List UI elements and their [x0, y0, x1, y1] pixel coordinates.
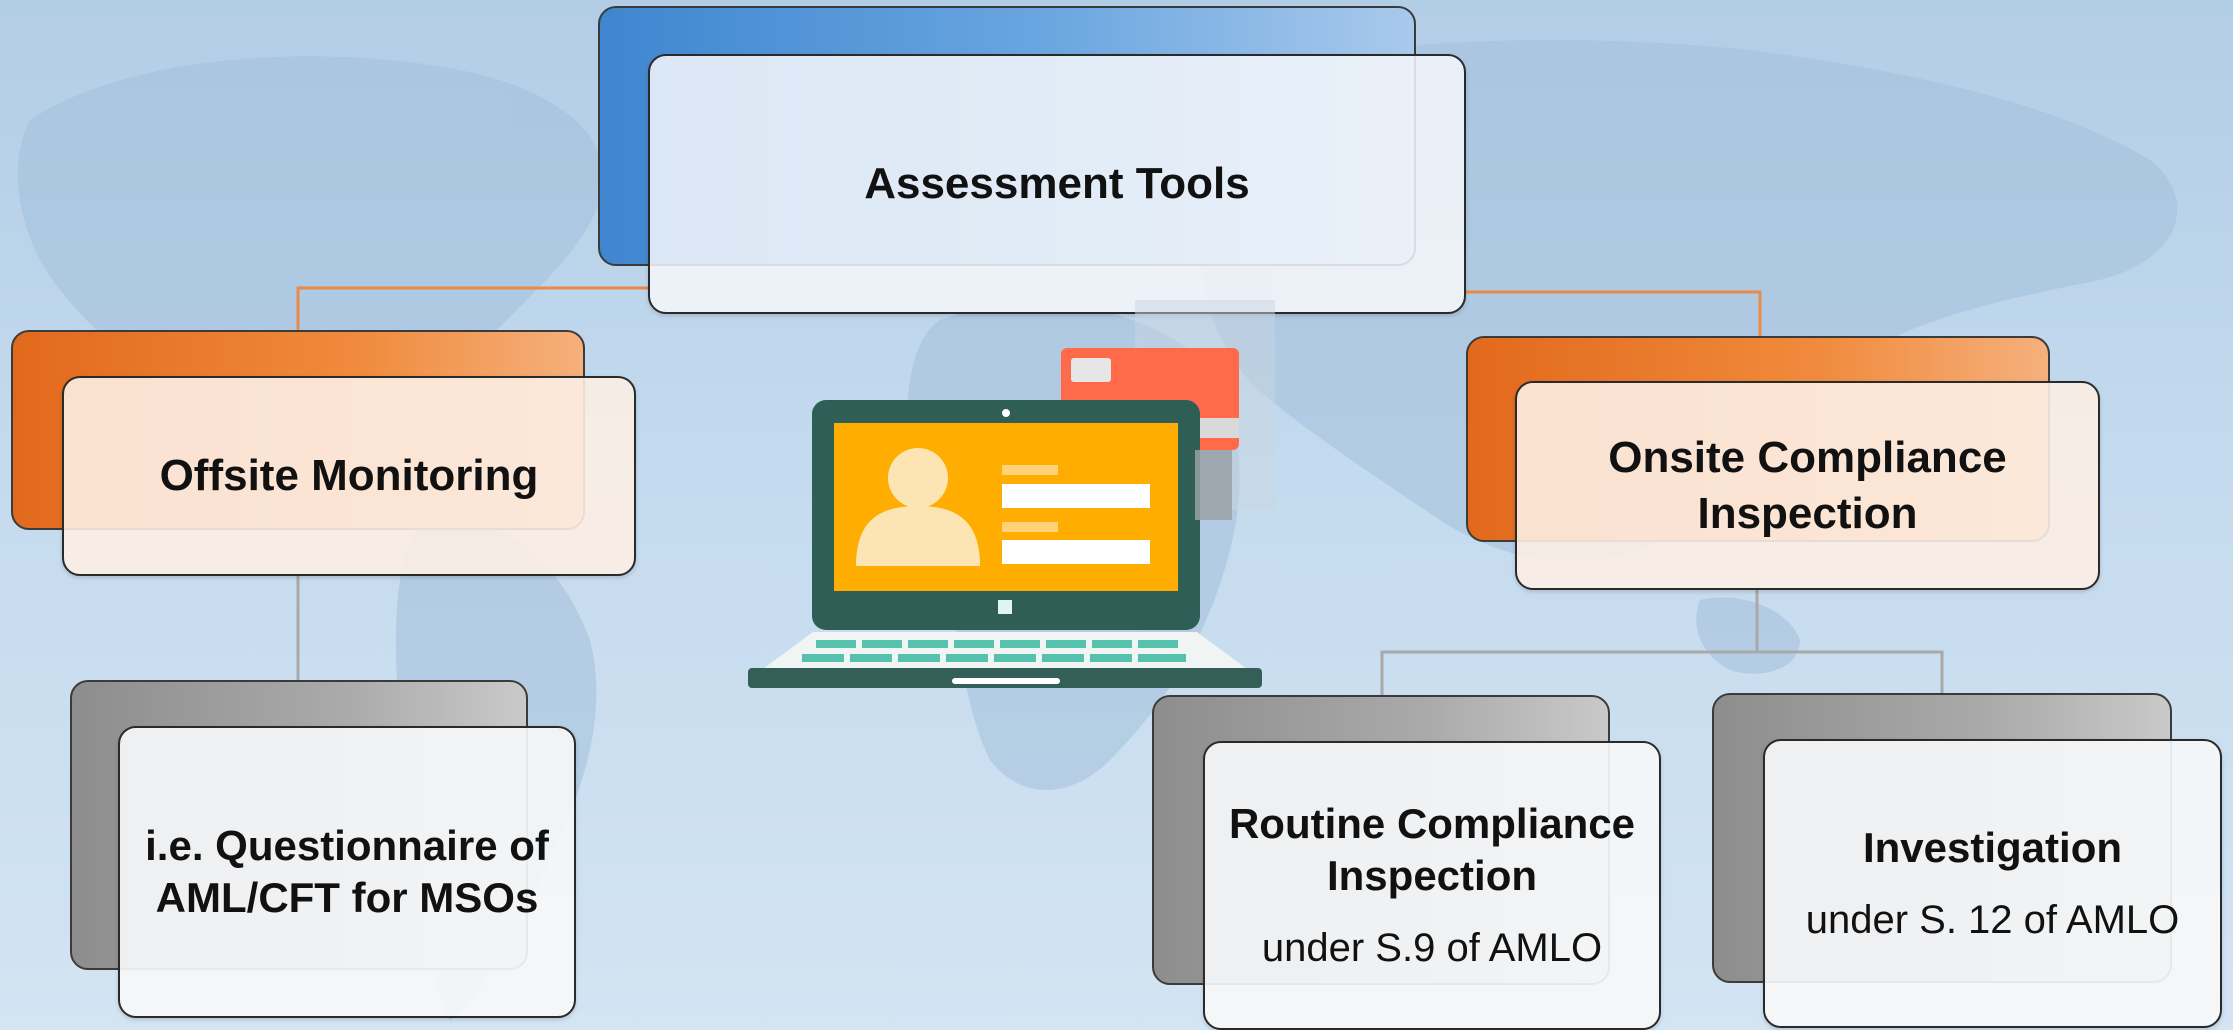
connector-onsite-investigation: [1757, 650, 1944, 693]
routine-line1: Routine Compliance: [1228, 799, 1636, 847]
routine-line2: Inspection: [1326, 851, 1538, 899]
routine-subtext: under S.9 of AMLO: [1261, 925, 1603, 970]
investigation-node: Investigation under S. 12 of AMLO: [1763, 739, 2222, 1028]
user-profile-icon: [856, 448, 980, 566]
questionnaire-line1: i.e. Questionnaire of: [145, 822, 549, 869]
connector-onsite-routine: [1380, 590, 1759, 695]
root-node: Assessment Tools: [648, 54, 1466, 314]
routine-compliance-node: Routine Compliance Inspection under S.9 …: [1203, 741, 1661, 1030]
connector-root-offsite: [296, 286, 650, 330]
laptop-icon: [748, 400, 1262, 688]
onsite-compliance-node: Onsite Compliance Inspection: [1515, 381, 2100, 590]
questionnaire-node: i.e. Questionnaire of AML/CFT for MSOs: [118, 726, 576, 1018]
onsite-line2: Inspection: [1697, 488, 1918, 538]
offsite-monitoring-label: Offsite Monitoring: [159, 451, 539, 500]
onsite-line1: Onsite Compliance: [1608, 432, 2007, 482]
connector-root-onsite: [1465, 290, 1762, 336]
investigation-title: Investigation: [1862, 823, 2123, 871]
root-node-label: Assessment Tools: [864, 159, 1250, 208]
offsite-monitoring-node: Offsite Monitoring: [62, 376, 636, 576]
investigation-subtext: under S. 12 of AMLO: [1805, 897, 2180, 942]
questionnaire-line2: AML/CFT for MSOs: [155, 874, 539, 921]
